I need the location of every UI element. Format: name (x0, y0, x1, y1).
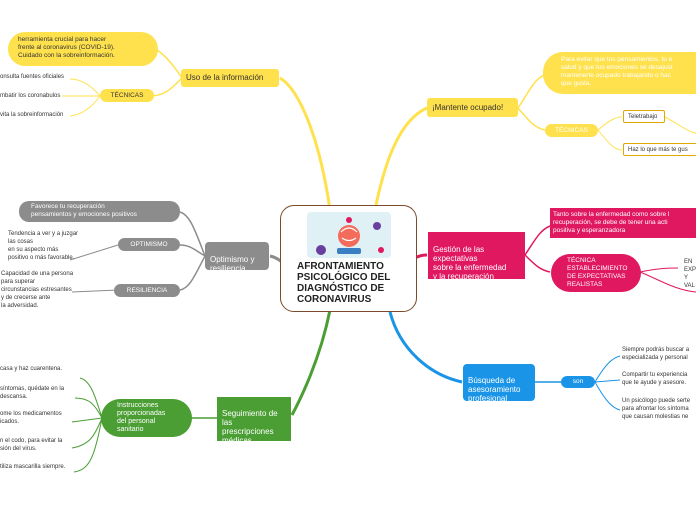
busqueda-son-label: son (572, 378, 584, 385)
connector-instr-3 (71, 417, 103, 423)
optimismo-opt-label[interactable]: OPTIMISMO (118, 238, 180, 251)
info-crucial-note[interactable]: herramienta crucial para hacer frente al… (8, 32, 158, 66)
connector-res-text (71, 289, 119, 293)
seguimiento-item-5[interactable]: tiliza mascarilla siempre. (0, 464, 66, 470)
busqueda-son[interactable]: son (561, 376, 595, 388)
connector-opt-favorece (179, 211, 206, 257)
topic-mantente-ocupado-label: ¡Mantente ocupado! (432, 103, 504, 112)
connector-gestion-desc (524, 225, 551, 256)
topic-uso-informacion-label: Uso de la información (186, 73, 264, 82)
busqueda-item-1[interactable]: Siempre podrás buscar a especializada y … (622, 347, 690, 361)
info-tecnica-2[interactable]: mbatir los coronabulos (0, 93, 61, 99)
connector-instr-1 (79, 377, 103, 419)
gestion-tecnica-side[interactable]: EN EXP Y VAL (684, 259, 696, 289)
connector-opt-opt (179, 244, 206, 257)
topic-seguimiento[interactable]: Seguimiento de las prescripciones médica… (217, 397, 291, 445)
connector-gestion-tec (524, 254, 551, 273)
ocupado-teletrabajo[interactable]: Teletrabajo (623, 110, 665, 123)
connector-info (279, 76, 332, 211)
optimismo-res-label-text: RESILIENCIA (126, 287, 168, 294)
gestion-description-text: Tanto sobre la enfermedad como sobre l r… (553, 211, 670, 234)
info-tecnica-3[interactable]: vita la sobreinformación (0, 112, 64, 118)
seguimiento-instrucciones[interactable]: Instrucciones proporcionadas del persona… (101, 399, 192, 437)
ocupado-haz-text: Haz lo que más te gus (628, 147, 688, 153)
connector-tec-1 (69, 78, 101, 97)
optimismo-favorece-text: Favorece tu recuperación pensamientos y … (31, 203, 137, 218)
topic-gestion-label: Gestión de las expectativas sobre la enf… (433, 245, 507, 281)
gestion-tecnica-text: TÉCNICA ESTABLECIMIENTO DE EXPECTATIVAS … (567, 257, 628, 288)
connector-ocupado (373, 106, 428, 211)
virus-brain-illustration (316, 217, 384, 255)
seguimiento-item-3[interactable]: ome los medicamentos icados. (0, 411, 62, 425)
connector-tec-side (639, 267, 679, 273)
connector-busqueda (388, 311, 463, 384)
optimismo-res-label[interactable]: RESILIENCIA (114, 284, 180, 297)
gestion-description[interactable]: Tanto sobre la enfermedad como sobre l r… (550, 208, 696, 238)
connector-ocupado-tec (517, 107, 546, 131)
info-crucial-text: herramienta crucial para hacer frente al… (18, 36, 115, 59)
ocupado-description-text: Para evitar que tus pensamientos, tu e s… (561, 56, 673, 87)
ocupado-tecnicas[interactable]: TÉCNICAS (545, 124, 598, 137)
central-illustration (307, 212, 391, 258)
connector-opt-text (69, 244, 119, 261)
central-topic[interactable]: AFRONTAMIENTO PSICOLÓGICO DEL DIAGNÓSTIC… (280, 205, 417, 312)
connector-info-tec (151, 77, 183, 97)
topic-gestion-expectativas[interactable]: Gestión de las expectativas sobre la enf… (428, 232, 525, 281)
gestion-tecnica[interactable]: TÉCNICA ESTABLECIMIENTO DE EXPECTATIVAS … (551, 254, 641, 292)
connector-ocupado-desc (517, 74, 546, 109)
seguimiento-item-2[interactable]: síntomas, quédate en la descansa. (0, 386, 65, 400)
connector-tec-3 (69, 95, 101, 117)
topic-optimismo-label: Optimismo y resiliencia (210, 255, 255, 273)
connector-son-1 (594, 355, 621, 383)
info-tecnicas-label: TÉCNICAS (110, 92, 144, 99)
busqueda-item-2[interactable]: Compartir tu experiencia que te ayude y … (622, 372, 688, 386)
busqueda-item-3[interactable]: Un psicólogo puede serte para afrontar l… (622, 398, 691, 420)
connector-son-3 (594, 381, 621, 411)
topic-busqueda-label: Búsqueda de asesoramiento profesional (468, 376, 521, 403)
connector-instr-5 (73, 417, 103, 473)
connector-tec-tele (597, 116, 623, 131)
topic-busqueda-asesoramiento[interactable]: Búsqueda de asesoramiento profesional (463, 364, 535, 403)
seguimiento-instrucciones-text: Instrucciones proporcionadas del persona… (117, 402, 166, 433)
ocupado-teletrabajo-text: Teletrabajo (628, 114, 658, 120)
connector-tele-out (664, 116, 696, 134)
ocupado-haz[interactable]: Haz lo que más te gus (623, 143, 696, 156)
connector-instr-4 (71, 417, 103, 449)
optimismo-favorece[interactable]: Favorece tu recuperación pensamientos y … (19, 201, 180, 222)
optimismo-res-definition[interactable]: Capacidad de una persona para superar ci… (1, 271, 74, 309)
topic-mantente-ocupado[interactable]: ¡Mantente ocupado! (427, 98, 518, 117)
info-tecnica-1[interactable]: onsulta fuentes oficiales (0, 74, 65, 80)
seguimiento-item-4[interactable]: n el codo, para evitar la sión del virus… (0, 438, 63, 452)
connector-opt-res (179, 255, 206, 291)
topic-optimismo[interactable]: Optimismo y resiliencia (205, 242, 269, 273)
topic-uso-informacion[interactable]: Uso de la información (181, 69, 279, 87)
topic-seguimiento-label: Seguimiento de las prescripciones médica… (222, 409, 278, 445)
ocupado-description[interactable]: Para evitar que tus pensamientos, tu e s… (543, 52, 696, 94)
central-title: AFRONTAMIENTO PSICOLÓGICO DEL DIAGNÓSTIC… (297, 261, 391, 305)
connector-tec-haz (597, 129, 623, 151)
optimismo-opt-label-text: OPTIMISMO (130, 241, 168, 248)
info-tecnicas[interactable]: TÉCNICAS (100, 89, 154, 102)
seguimiento-item-1[interactable]: casa y haz cuarentena. (0, 366, 63, 372)
connector-son-2 (594, 379, 621, 383)
ocupado-tecnicas-label: TÉCNICAS (555, 127, 588, 134)
optimismo-opt-definition[interactable]: Tendencia a ver y a juzgar las cosas en … (8, 231, 79, 261)
connector-seguimiento (290, 309, 332, 416)
connector-tec-side2 (639, 271, 696, 293)
connector-instr-2 (74, 397, 103, 419)
